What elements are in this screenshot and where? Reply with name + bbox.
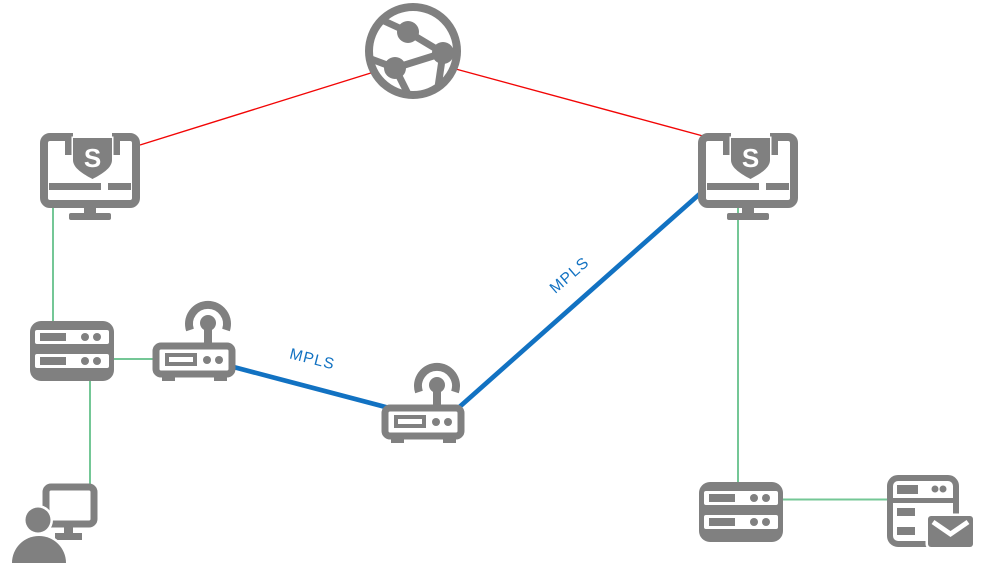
node-firewall-right: S [698,130,798,220]
mail-server-shape [887,475,976,550]
node-switch-right [696,479,786,545]
node-user-workstation [10,478,102,566]
firewall-shape: S [698,130,798,220]
firewall-monitor-shield-icon: S [698,130,798,220]
wireless-router-shape [152,300,236,381]
firewall-shape: S [40,130,140,220]
link-internet-to-firewall-left [139,71,375,146]
link-mpls-router1-to-router2 [223,362,396,412]
node-internet [360,2,466,104]
monitor [42,483,98,528]
switch-shape [30,321,114,381]
envelope-icon [925,513,976,550]
user-with-computer-icon [10,483,98,566]
shield-letter: S [742,143,759,173]
mail-server-icon [887,475,976,550]
node-switch-left [27,318,117,384]
wireless-router-icon [152,300,236,381]
globe-shape [365,3,461,99]
wireless-router-shape [381,362,465,443]
user-head [23,505,53,535]
rack-switch-icon [30,321,114,381]
shield [729,136,772,181]
globe-network-icon [365,3,461,99]
node-mail-server [886,472,976,550]
shield-letter: S [84,143,101,173]
user-body [10,533,69,566]
node-wifi-router-2 [381,358,465,444]
link-internet-to-firewall-right [451,67,704,137]
shield [71,136,114,181]
link-mpls-router2-to-firewall-right [453,188,706,413]
node-firewall-left: S [40,130,140,220]
rack-switch-icon [699,482,783,542]
firewall-monitor-shield-icon: S [40,130,140,220]
wireless-router-icon [381,362,465,443]
user-computer-shape [10,483,98,566]
node-wifi-router-1 [152,296,236,382]
switch-shape [699,482,783,542]
